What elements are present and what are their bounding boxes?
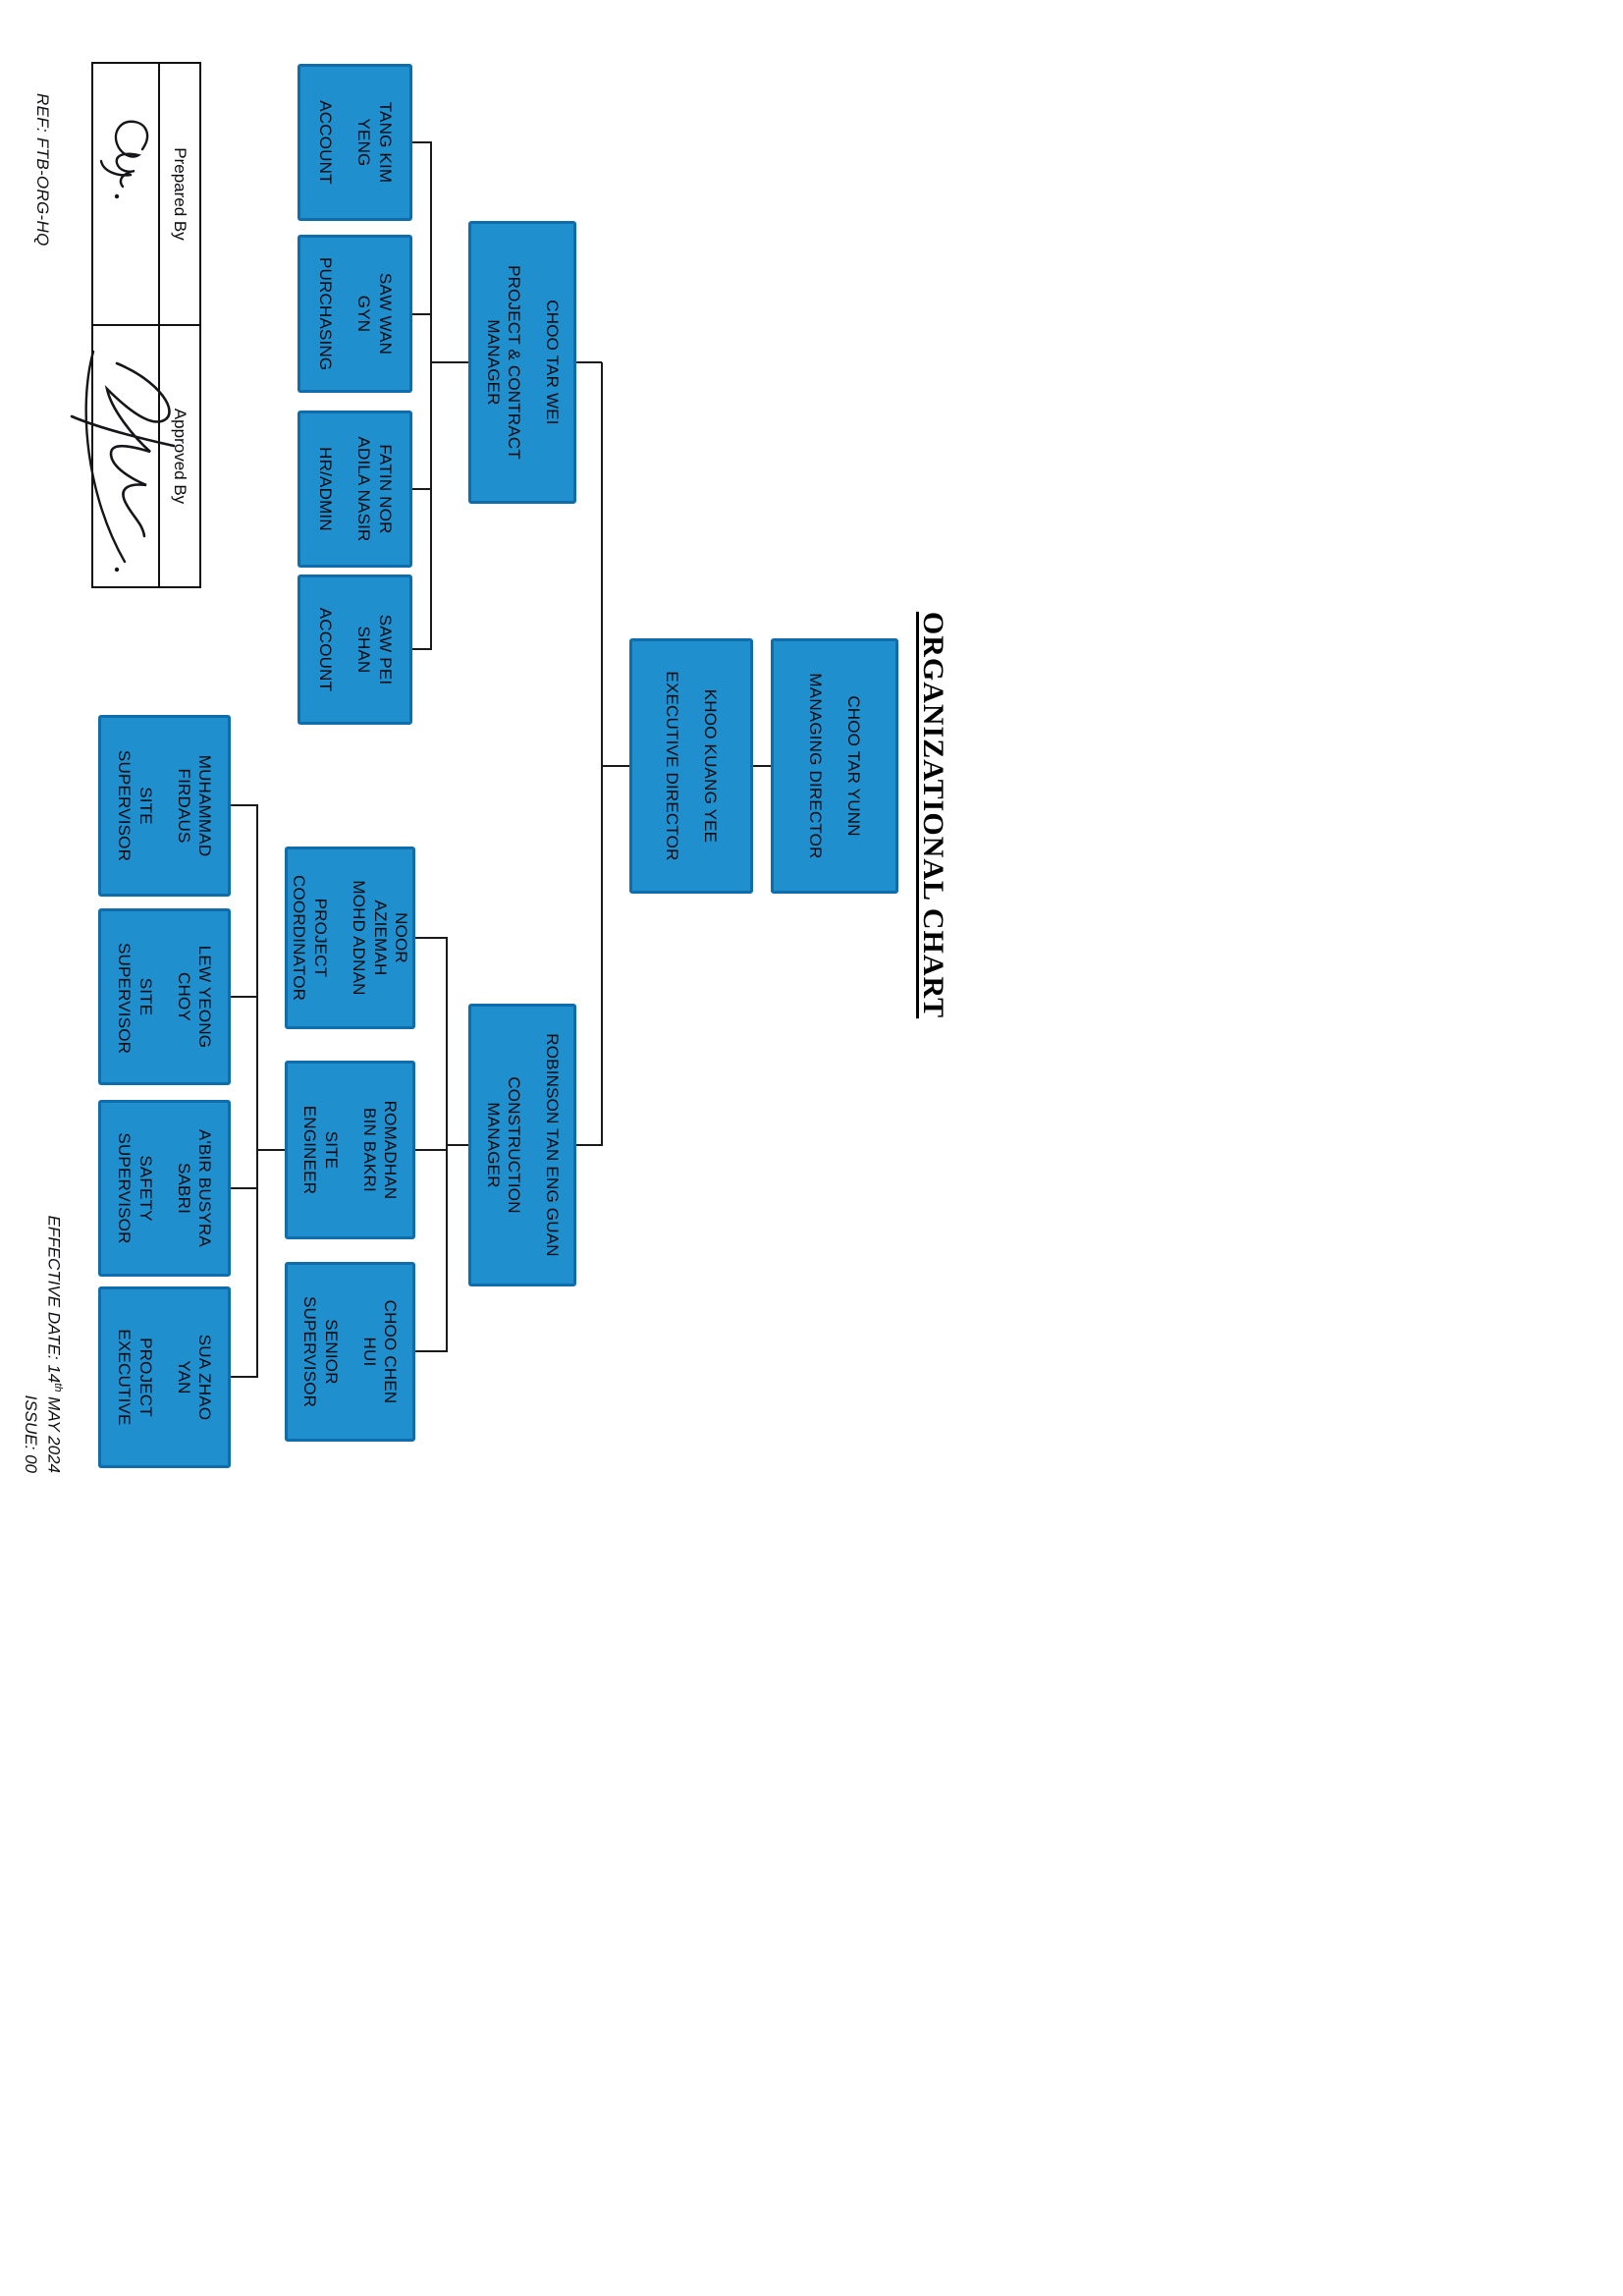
org-box-project-executive: SUA ZHAO YAN PROJECT EXECUTIVE — [98, 1286, 231, 1468]
org-box-project-contract-manager: CHOO TAR WEI PROJECT & CONTRACT MANAGER — [468, 221, 576, 504]
person-name: SAW WAN GYN — [353, 272, 395, 355]
person-role: HR/ADMIN — [316, 447, 336, 531]
person-role: SITE SUPERVISOR — [115, 749, 155, 862]
connector-line — [231, 804, 257, 806]
connector-line — [431, 361, 468, 363]
connector-line — [412, 648, 431, 650]
effective-date-tail: MAY 2024 — [44, 1392, 64, 1473]
org-box-safety-supervisor: A'BIR BUSYRA SABRI SAFETY SUPERVISOR — [98, 1100, 231, 1277]
person-name: NOOR AZIEMAH MOHD ADNAN — [349, 880, 411, 996]
person-role: PURCHASING — [316, 257, 336, 371]
org-box-hr-admin: FATIN NOR ADILA NASIR HR/ADMIN — [298, 410, 412, 568]
connector-line — [231, 996, 257, 998]
connector-line — [415, 1149, 447, 1151]
connector-line — [576, 1144, 602, 1146]
connector-line — [601, 362, 603, 1146]
ref-code: REF: FTB-ORG-HQ — [33, 93, 52, 246]
org-box-purchasing: SAW WAN GYN PURCHASING — [298, 235, 412, 393]
person-name: CHOO CHEN HUI — [359, 1299, 401, 1404]
connector-line — [412, 141, 431, 143]
org-box-site-supervisor-1: MUHAMMAD FIRDAUS SITE SUPERVISOR — [98, 715, 231, 897]
connector-line — [412, 488, 431, 490]
connector-line — [753, 765, 771, 767]
person-name: MUHAMMAD FIRDAUS — [174, 754, 215, 857]
person-role: EXECUTIVE DIRECTOR — [663, 671, 682, 861]
org-box-managing-director: CHOO TAR YUNN MANAGING DIRECTOR — [771, 638, 898, 894]
person-name: FATIN NOR ADILA NASIR — [353, 436, 395, 542]
org-box-site-supervisor-2: LEW YEONG CHOY SITE SUPERVISOR — [98, 908, 231, 1085]
person-name: CHOO TAR YUNN — [844, 695, 864, 837]
connector-line — [430, 141, 432, 650]
issue-number: ISSUE: 00 — [22, 1394, 40, 1473]
connector-line — [415, 937, 447, 939]
person-role: PROJECT COORDINATOR — [290, 875, 331, 1002]
approved-signature-icon — [70, 350, 176, 573]
org-box-executive-director: KHOO KUANG YEE EXECUTIVE DIRECTOR — [629, 638, 753, 894]
org-box-site-engineer: ROMADHAN BIN BAKRI SITE ENGINEER — [285, 1061, 415, 1239]
person-role: SITE SUPERVISOR — [115, 943, 155, 1055]
person-role: ACCOUNT — [316, 100, 336, 185]
person-name: ROMADHAN BIN BAKRI — [359, 1100, 401, 1200]
person-role: ACCOUNT — [316, 607, 336, 692]
person-name: KHOO KUANG YEE — [701, 688, 721, 844]
org-box-account-2: SAW PEI SHAN ACCOUNT — [298, 574, 412, 725]
person-name: SAW PEI SHAN — [353, 614, 395, 685]
connector-line — [231, 1187, 257, 1189]
person-name: TANG KIM YENG — [353, 101, 395, 184]
connector-line — [257, 1149, 285, 1151]
effective-date: EFFECTIVE DATE: 14th MAY 2024 — [43, 1120, 64, 1473]
person-role: SITE ENGINEER — [300, 1105, 341, 1195]
org-box-construction-manager: ROBINSON TAN ENG GUAN CONSTRUCTION MANAG… — [468, 1004, 576, 1286]
prepared-signature-icon — [99, 120, 149, 199]
connector-line — [412, 313, 431, 315]
person-name: CHOO TAR WEI — [543, 300, 563, 425]
connector-line — [446, 937, 448, 1352]
person-name: LEW YEONG CHOY — [174, 945, 215, 1049]
person-name: SUA ZHAO YAN — [174, 1334, 215, 1421]
person-name: A'BIR BUSYRA SABRI — [174, 1129, 215, 1247]
connector-line — [447, 1144, 468, 1146]
prepared-by-label: Prepared By — [158, 64, 199, 326]
connector-line — [602, 765, 629, 767]
org-box-senior-supervisor: CHOO CHEN HUI SENIOR SUPERVISOR — [285, 1262, 415, 1442]
page-title: ORGANIZATIONAL CHART — [917, 611, 949, 1019]
effective-date-text: EFFECTIVE DATE: 14 — [44, 1215, 64, 1384]
person-role: CONSTRUCTION MANAGER — [483, 1076, 524, 1214]
person-role: SENIOR SUPERVISOR — [300, 1296, 341, 1408]
person-role: SAFETY SUPERVISOR — [115, 1132, 155, 1244]
org-box-account-1: TANG KIM YENG ACCOUNT — [298, 64, 412, 221]
connector-line — [576, 361, 602, 363]
person-role: PROJECT EXECUTIVE — [115, 1329, 155, 1426]
org-box-project-coordinator: NOOR AZIEMAH MOHD ADNAN PROJECT COORDINA… — [285, 847, 415, 1029]
person-name: ROBINSON TAN ENG GUAN — [543, 1033, 563, 1257]
person-role: PROJECT & CONTRACT MANAGER — [483, 265, 524, 460]
connector-line — [415, 1350, 447, 1352]
person-role: MANAGING DIRECTOR — [806, 673, 826, 859]
connector-line — [256, 804, 258, 1378]
connector-line — [231, 1376, 257, 1378]
